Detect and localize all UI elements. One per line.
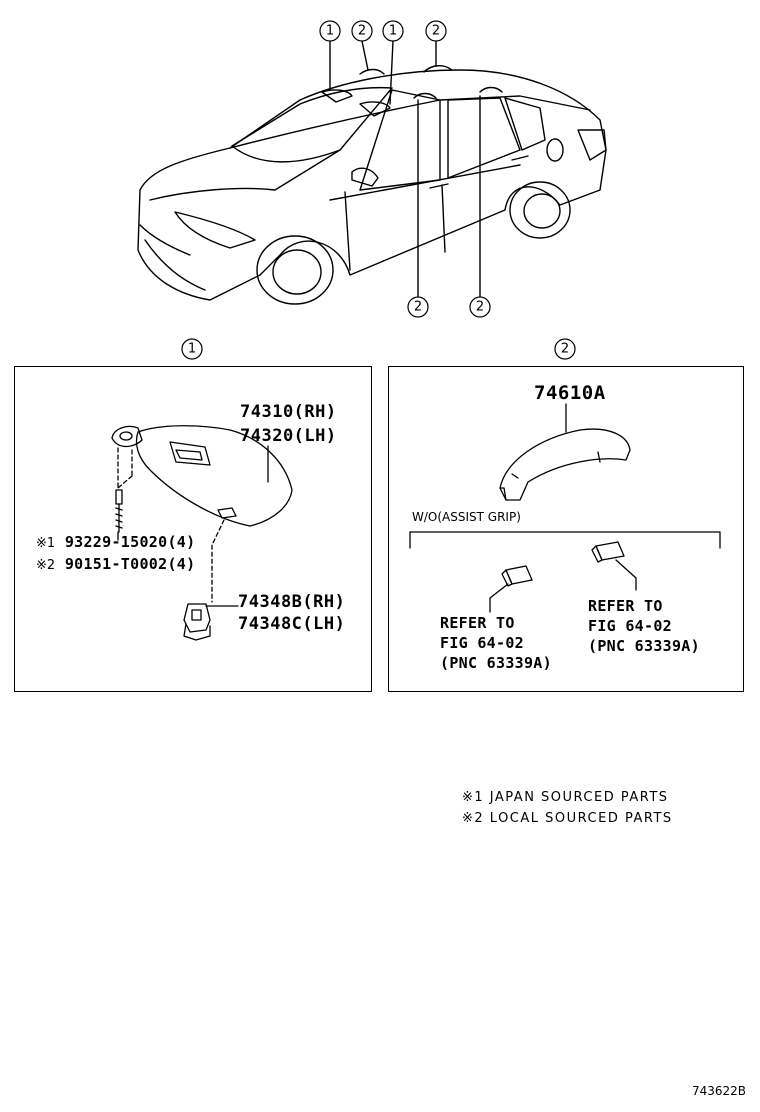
japan-sourced-mark: ※1 [36,536,56,551]
assist-grip-illustration [409,403,721,613]
refer-left-line-2: FIG 64-02 [440,634,524,652]
refer-right-line-1: REFER TO [588,597,663,615]
section-2-label: 2 [561,342,569,357]
part-number-74310-rh: 74310(RH) [240,402,337,422]
callout-2-grip-b: 2 [432,24,440,39]
part-number-93229-15020: 93229-15020(4) [64,533,196,551]
part-number-74348b-rh: 74348B(RH) [238,592,346,612]
refer-right-line-3: (PNC 63339A) [588,637,700,655]
refer-right-line-2: FIG 64-02 [588,617,672,635]
legend-japan-sourced: ※1 JAPAN SOURCED PARTS [462,790,669,805]
part-number-90151-t0002: 90151-T0002(4) [64,555,196,573]
section-1-label: 1 [188,342,196,357]
refer-left-line-3: (PNC 63339A) [440,654,552,672]
refer-left-line-1: REFER TO [440,614,515,632]
legend-local-sourced: ※2 LOCAL SOURCED PARTS [462,811,673,826]
section-callouts: 1 2 [181,338,576,360]
sun-visor-illustration [111,425,293,641]
callout-2-grip-a: 2 [358,24,366,39]
variant-label-without-assist-grip: W/O(ASSIST GRIP) [412,510,521,524]
callout-2-grip-d: 2 [476,300,484,315]
callout-1-visor-left: 1 [326,24,334,39]
car-overview-illustration [137,20,607,318]
part-number-74610a: 74610A [534,382,606,404]
local-sourced-mark: ※2 [36,558,56,573]
panel-assist-grip [388,366,744,692]
callout-1-visor-right: 1 [389,24,397,39]
part-number-74320-lh: 74320(LH) [240,426,337,446]
panel-sun-visor [14,366,372,692]
callout-2-grip-c: 2 [414,300,422,315]
screw-part-row-2: ※2 90151-T0002(4) [36,554,195,573]
figure-id: 743622B [692,1084,747,1098]
screw-part-row-1: ※1 93229-15020(4) [36,532,195,551]
part-number-74348c-lh: 74348C(LH) [238,614,346,634]
